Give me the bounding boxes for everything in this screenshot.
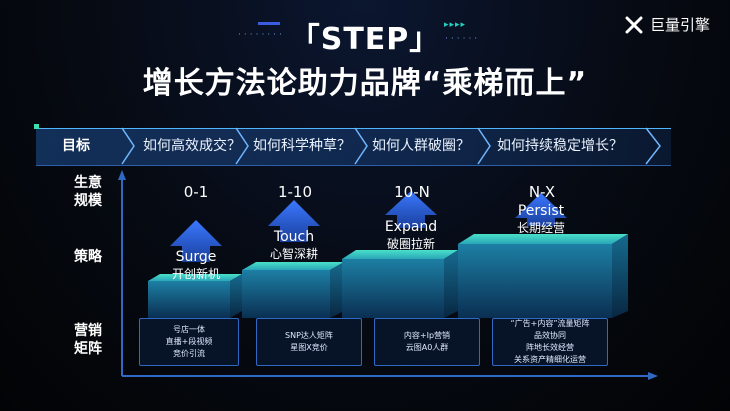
decor-dots-left: ········ <box>238 30 285 40</box>
stage-strategy-en-3: Expand <box>384 219 438 235</box>
row-label-strategy: 策略 <box>74 249 102 265</box>
tactic-3-line-2: 云图A0人群 <box>405 343 449 352</box>
goal-chevron-1 <box>121 127 135 165</box>
goal-label: 目标 <box>62 138 90 154</box>
goal-chevron-3 <box>354 127 368 165</box>
tactic-4-line-1: “广告+内容”流量矩阵 <box>510 319 590 328</box>
arrow-up-4 <box>515 193 567 226</box>
stage-strategy-en-4: Persist <box>517 203 565 219</box>
arrow-up-1 <box>170 220 222 262</box>
goal-band <box>36 128 671 166</box>
arrow-up-2 <box>268 200 320 242</box>
cube-2-front <box>242 270 330 318</box>
cube-3-side <box>444 250 458 318</box>
cube-2-side <box>330 262 344 318</box>
goal-item-2: 如何科学种草？ <box>253 138 351 154</box>
stage-scale-3: 10-N <box>394 183 430 201</box>
tactic-3-line-1: 内容+Ip营销 <box>403 331 451 340</box>
tactic-2-line-1: SNP达人矩阵 <box>285 331 333 340</box>
goal-corner-dot <box>34 124 39 129</box>
stage-strategy-en-2: Touch <box>273 229 315 245</box>
goal-chevron-2 <box>235 127 249 165</box>
cube-1-front <box>148 281 230 318</box>
brand: 巨量引擎 <box>624 14 710 35</box>
cube-4-front <box>458 244 612 318</box>
cube-4-top <box>458 234 628 244</box>
cube-2-top <box>242 262 344 270</box>
title-step: 「STEP」 <box>289 22 441 57</box>
cube-3-front <box>342 259 444 318</box>
stage-scale-4: N-X <box>528 183 556 201</box>
decor-arrows: ▸▸▸▸ <box>444 20 467 30</box>
tactic-1-line-2: 直播+段视频 <box>165 337 213 346</box>
cube-4-side <box>612 234 628 318</box>
goal-item-1: 如何高效成交？ <box>143 138 241 154</box>
stage-strategy-cn-2: 心智深耕 <box>269 247 318 261</box>
x-axis-arrow <box>648 372 658 380</box>
decor-dots-right: ······ <box>445 34 481 44</box>
page-title: 增长方法论助力品牌“乘梯而上” <box>142 66 588 101</box>
tactic-box-3: 内容+Ip营销 云图A0人群 <box>374 318 480 366</box>
y-axis-arrow <box>118 170 126 180</box>
cube-1-side <box>230 274 242 318</box>
arrow-up-3 <box>385 191 437 228</box>
stage-strategy-cn-4: 长期经营 <box>516 221 565 235</box>
tactic-box-1: 号店一体 直播+段视频 竞价引流 <box>139 318 239 366</box>
stage-scale-1: 0-1 <box>183 183 209 201</box>
tactic-box-4: “广告+内容”流量矩阵 品效协同 阵地长效经营 关系资产精细化运营 <box>492 318 608 366</box>
stage-strategy-cn-3: 破圈拉新 <box>386 237 435 251</box>
cube-3-top <box>342 250 458 259</box>
tactic-box-2: SNP达人矩阵 星图X竞价 <box>256 318 362 366</box>
tactic-4-line-4: 关系资产精细化运营 <box>514 355 586 364</box>
stage-strategy-cn-1: 开创新机 <box>171 267 220 281</box>
stage-strategy-en-1: Surge <box>175 249 217 265</box>
stage-scale-2: 1-10 <box>277 183 313 201</box>
goal-item-4: 如何持续稳定增长？ <box>497 138 623 154</box>
tactic-4-line-2: 品效协同 <box>534 331 566 340</box>
row-label-matrix: 营销 矩阵 <box>74 323 102 357</box>
tactic-1-line-3: 竞价引流 <box>173 349 205 358</box>
decor-bar <box>258 22 280 25</box>
goal-chevron-4 <box>477 127 491 165</box>
brand-logo-icon <box>625 16 643 33</box>
row-label-scale: 生意 规模 <box>74 175 102 209</box>
cube-1-top <box>148 274 242 281</box>
tactic-1-line-1: 号店一体 <box>173 325 205 334</box>
tactic-2-line-2: 星图X竞价 <box>290 343 328 352</box>
tactic-4-line-3: 阵地长效经营 <box>526 343 574 352</box>
brand-name: 巨量引擎 <box>649 16 710 34</box>
goal-chevron-5 <box>645 127 661 165</box>
goal-item-3: 如何人群破圈？ <box>372 138 470 154</box>
